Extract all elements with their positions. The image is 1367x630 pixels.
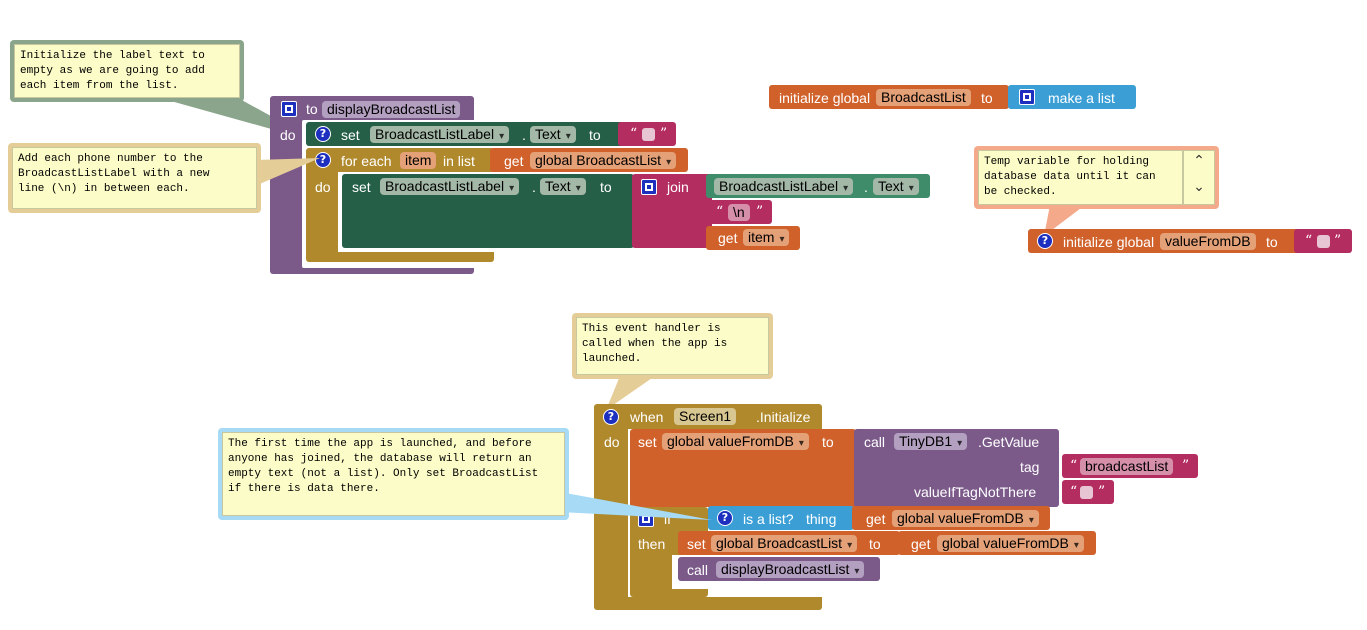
help-icon[interactable]: ? <box>1037 233 1053 249</box>
variable-dropdown[interactable]: global valueFromDB <box>937 535 1084 552</box>
to-label: to <box>1266 234 1278 250</box>
close-quote: ” <box>1098 484 1106 500</box>
property-dropdown[interactable]: Text <box>873 178 919 195</box>
comment-event-handler[interactable]: This event handler is called when the ap… <box>576 317 769 375</box>
for-each-label: for each <box>341 153 392 169</box>
comment-first-time[interactable]: The first time the app is launched, and … <box>222 432 565 516</box>
mutator-icon[interactable] <box>281 101 297 117</box>
newline-string-field[interactable]: \n <box>728 204 750 221</box>
screen-dropdown[interactable]: Screen1 <box>674 408 737 425</box>
tinydb-dropdown[interactable]: TinyDB1 <box>894 433 968 450</box>
help-icon[interactable]: ? <box>315 126 331 142</box>
dot-label: . <box>864 179 868 195</box>
event-name-label: .Initialize <box>756 409 811 425</box>
open-quote: “ <box>716 204 724 220</box>
thing-label: thing <box>806 511 837 527</box>
call-label: call <box>687 562 709 578</box>
empty-string-field[interactable] <box>642 128 655 141</box>
set-label: set <box>341 127 360 143</box>
to-label: to <box>822 434 834 450</box>
variable-dropdown[interactable]: global valueFromDB <box>662 433 809 450</box>
set-label: set <box>638 434 657 450</box>
chevron-up-icon[interactable]: ⌃ <box>1193 153 1205 169</box>
method-label: .GetValue <box>978 434 1040 450</box>
in-list-label: in list <box>443 153 475 169</box>
help-icon[interactable]: ? <box>315 152 331 168</box>
global-name-field[interactable]: valueFromDB <box>1160 233 1256 250</box>
comment-label-text[interactable]: Initialize the label text to empty as we… <box>14 44 240 98</box>
tag-string-field[interactable]: broadcastList <box>1080 458 1174 475</box>
help-icon[interactable]: ? <box>717 510 733 526</box>
do-label: do <box>604 434 620 450</box>
proc-to-label: to <box>306 101 318 117</box>
close-quote: ” <box>756 204 764 220</box>
open-quote: “ <box>1305 233 1313 249</box>
close-quote: ” <box>1182 458 1190 474</box>
global-name-field[interactable]: BroadcastList <box>876 89 971 106</box>
chevron-down-icon[interactable]: ⌄ <box>1193 179 1205 195</box>
dot-label: . <box>532 179 536 195</box>
dot-label: . <box>522 127 526 143</box>
procedure-dropdown[interactable]: displayBroadcastList <box>716 561 865 578</box>
help-icon[interactable]: ? <box>603 409 619 425</box>
component-dropdown[interactable]: BroadcastListLabel <box>380 178 520 195</box>
close-quote: ” <box>660 126 668 142</box>
open-quote: “ <box>1070 484 1078 500</box>
then-label: then <box>638 536 666 552</box>
tag-label: tag <box>1020 459 1040 475</box>
empty-string-field[interactable] <box>1317 235 1330 248</box>
component-dropdown[interactable]: BroadcastListLabel <box>714 178 854 195</box>
value-if-label: valueIfTagNotThere <box>914 484 1037 500</box>
to-label: to <box>869 536 881 552</box>
mutator-icon[interactable] <box>641 179 657 195</box>
proc-do-label: do <box>280 127 296 143</box>
initialize-global-label: initialize global <box>779 90 871 106</box>
variable-dropdown[interactable]: global BroadcastList <box>530 152 677 169</box>
empty-string-field[interactable] <box>1080 486 1093 499</box>
set-label: set <box>352 179 371 195</box>
join-label: join <box>667 179 689 195</box>
proc-name-field[interactable]: displayBroadcastList <box>322 101 461 118</box>
variable-dropdown[interactable]: item <box>743 229 790 246</box>
comment-scrollbar[interactable]: ⌃ ⌄ <box>1183 150 1215 205</box>
to-label: to <box>600 179 612 195</box>
set-label: set <box>687 536 706 552</box>
to-label: to <box>589 127 601 143</box>
open-quote: “ <box>1070 458 1078 474</box>
to-label: to <box>981 90 993 106</box>
property-dropdown[interactable]: Text <box>540 178 586 195</box>
variable-dropdown[interactable]: global BroadcastList <box>711 535 858 552</box>
get-label: get <box>911 536 931 552</box>
do-label: do <box>315 179 331 195</box>
get-label: get <box>504 153 524 169</box>
call-label: call <box>864 434 886 450</box>
when-label: when <box>630 409 664 425</box>
if-label: if <box>664 511 671 527</box>
open-quote: “ <box>630 126 638 142</box>
get-label: get <box>718 230 738 246</box>
variable-dropdown[interactable]: global valueFromDB <box>892 510 1039 527</box>
component-dropdown[interactable]: BroadcastListLabel <box>370 126 510 143</box>
initialize-global-label: initialize global <box>1063 234 1155 250</box>
loop-variable-field[interactable]: item <box>400 152 437 169</box>
comment-temp-variable[interactable]: Temp variable for holding database data … <box>978 150 1183 205</box>
property-dropdown[interactable]: Text <box>530 126 576 143</box>
get-label: get <box>866 511 886 527</box>
make-a-list-label: make a list <box>1048 90 1115 106</box>
comment-phone-number[interactable]: Add each phone number to the BroadcastLi… <box>12 147 257 209</box>
close-quote: ” <box>1334 233 1342 249</box>
mutator-icon[interactable] <box>1019 89 1035 105</box>
is-a-list-label: is a list? <box>743 511 794 527</box>
